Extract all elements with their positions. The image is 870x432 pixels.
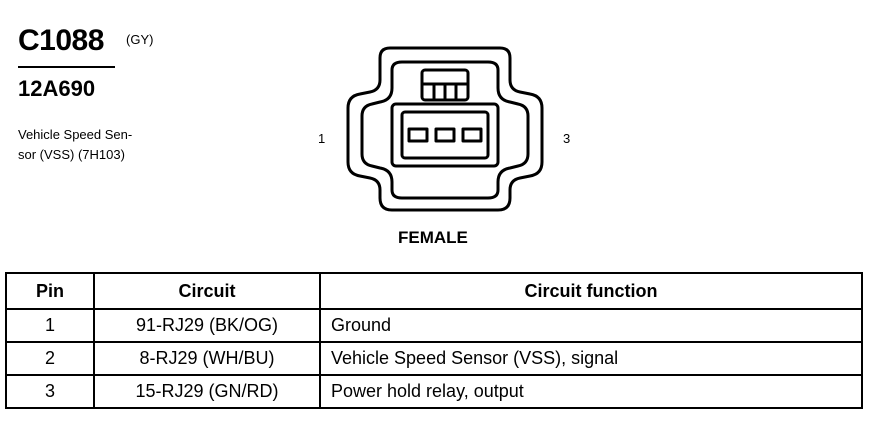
cell-function: Power hold relay, output xyxy=(319,374,863,409)
connector-id: C1088 xyxy=(18,24,104,57)
part-number: 12A690 xyxy=(18,76,96,101)
table-row: 1 91-RJ29 (BK/OG) Ground xyxy=(5,308,863,343)
cell-pin: 2 xyxy=(5,341,95,376)
terminal-cavity-1 xyxy=(407,127,429,143)
cell-pin: 3 xyxy=(5,374,95,409)
cell-circuit: 91-RJ29 (BK/OG) xyxy=(93,308,321,343)
terminal-housing-outer xyxy=(390,102,500,168)
terminal-cavity-3 xyxy=(461,127,483,143)
header-circuit: Circuit xyxy=(93,272,321,310)
header-circuit-function: Circuit function xyxy=(319,272,863,310)
terminal-housing-inner xyxy=(400,110,490,160)
terminal-cavity-2 xyxy=(434,127,456,143)
component-description: Vehicle Speed Sen- sor (VSS) (7H103) xyxy=(18,125,132,165)
table-row: 3 15-RJ29 (GN/RD) Power hold relay, outp… xyxy=(5,374,863,409)
connector-face-drawing xyxy=(346,46,544,212)
description-line-1: Vehicle Speed Sen- xyxy=(18,127,133,142)
title-underline xyxy=(18,66,115,68)
table-header-row: Pin Circuit Circuit function xyxy=(5,272,863,310)
connector-gender: FEMALE xyxy=(398,228,468,247)
cell-pin: 1 xyxy=(5,308,95,343)
cell-circuit: 8-RJ29 (WH/BU) xyxy=(93,341,321,376)
table-row: 2 8-RJ29 (WH/BU) Vehicle Speed Sensor (V… xyxy=(5,341,863,376)
connector-outer-shell xyxy=(346,46,544,212)
pin-label-left: 1 xyxy=(318,131,326,146)
cell-circuit: 15-RJ29 (GN/RD) xyxy=(93,374,321,409)
pin-table: Pin Circuit Circuit function 1 91-RJ29 (… xyxy=(5,272,863,409)
connector-color-code: (GY) xyxy=(126,32,154,47)
header-pin: Pin xyxy=(5,272,95,310)
description-line-2: sor (VSS) (7H103) xyxy=(18,147,125,162)
cell-function: Vehicle Speed Sensor (VSS), signal xyxy=(319,341,863,376)
connector-inner-shell xyxy=(360,60,530,200)
pin-label-right: 3 xyxy=(563,131,571,146)
cell-function: Ground xyxy=(319,308,863,343)
